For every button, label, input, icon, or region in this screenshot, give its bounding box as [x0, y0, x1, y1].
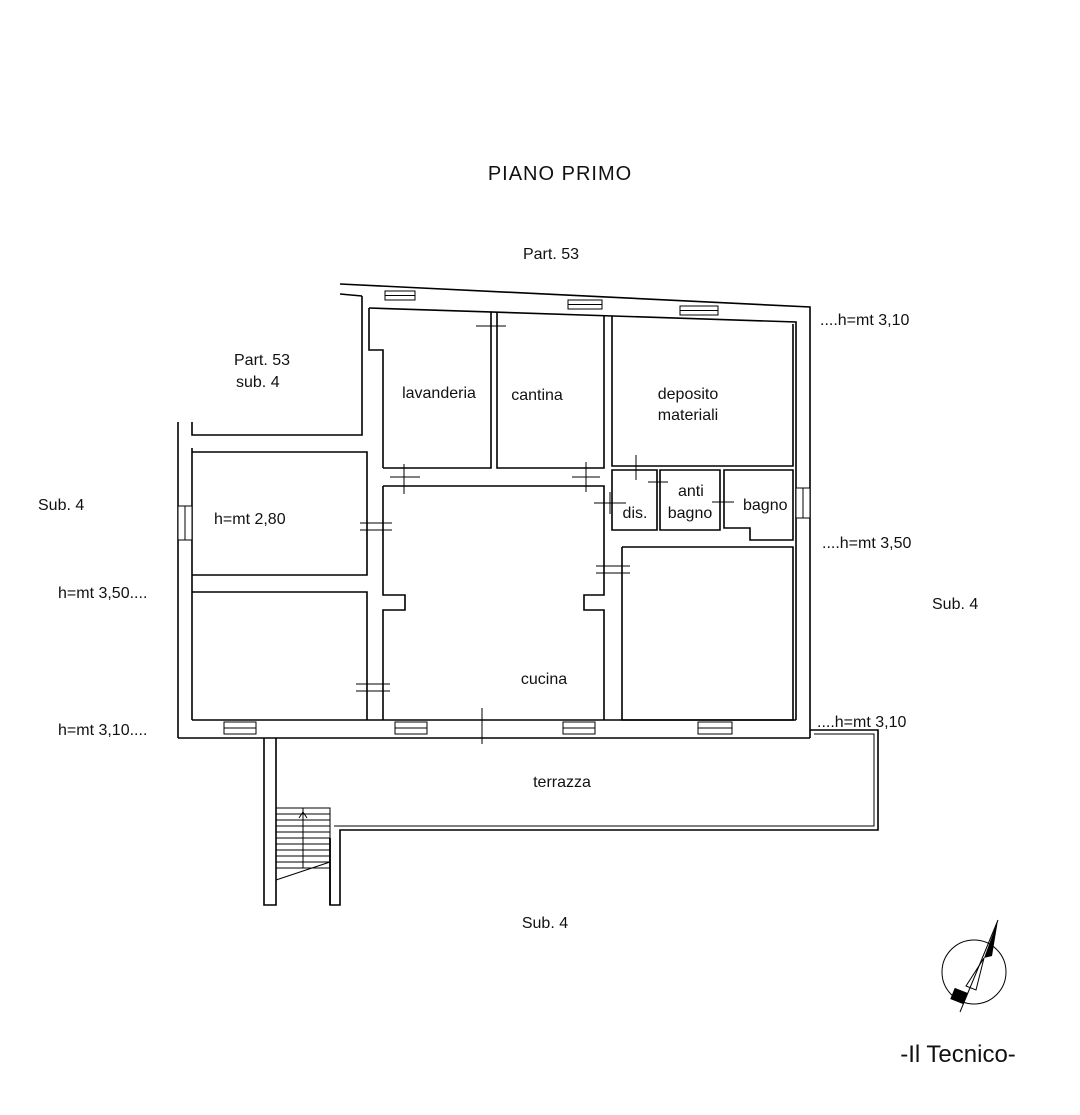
stair: [275, 807, 331, 881]
outer-walls: [177, 283, 811, 739]
part-left-label: Part. 53: [234, 352, 290, 369]
height-bottom-right: ....h=mt 3,10: [817, 714, 906, 731]
height-mid-right: ....h=mt 3,50: [822, 535, 911, 552]
annotations: Part. 53 Part. 53 sub. 4 Sub. 4 Sub. 4 S…: [38, 246, 978, 932]
room-deposito-2: materiali: [658, 407, 718, 424]
north-arrow-icon: [941, 919, 1007, 1013]
room-antibagno-2: bagno: [668, 505, 713, 522]
height-mid-left: h=mt 3,50....: [58, 585, 147, 602]
sub-left-label: sub. 4: [236, 374, 280, 391]
height-room-label: h=mt 2,80: [214, 511, 286, 528]
door-marks: [356, 314, 734, 744]
sub-south-label: Sub. 4: [522, 915, 568, 932]
room-antibagno-1: anti: [678, 483, 704, 500]
room-lavanderia: lavanderia: [402, 385, 476, 402]
room-dis: dis.: [623, 505, 648, 522]
room-cantina: cantina: [511, 387, 563, 404]
plan-title: PIANO PRIMO: [488, 163, 632, 185]
sub-west-label: Sub. 4: [38, 497, 84, 514]
interior-walls: [192, 312, 794, 721]
room-bagno: bagno: [743, 497, 788, 514]
room-deposito-1: deposito: [658, 386, 719, 403]
height-bottom-left: h=mt 3,10....: [58, 722, 147, 739]
height-top-right: ....h=mt 3,10: [820, 312, 909, 329]
room-terrazza: terrazza: [533, 774, 591, 791]
signature: -Il Tecnico-: [900, 1041, 1016, 1068]
room-cucina: cucina: [521, 671, 567, 688]
terrace: [263, 729, 879, 906]
sub-east-label: Sub. 4: [932, 596, 978, 613]
windows: [177, 290, 811, 735]
part-top-label: Part. 53: [523, 246, 579, 263]
